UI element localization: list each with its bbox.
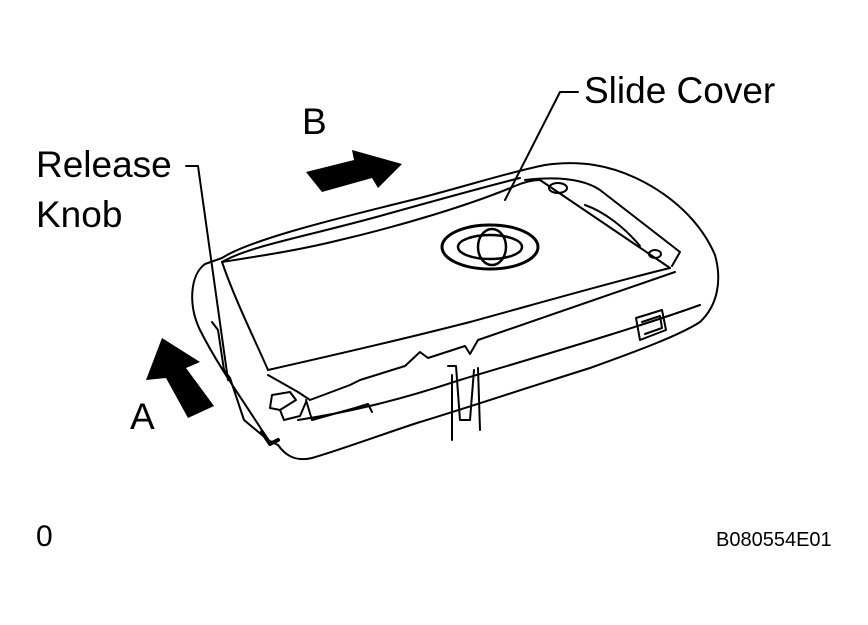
label-arrow-b: B bbox=[302, 101, 327, 142]
emblem-inner-vertical bbox=[476, 227, 508, 267]
slide-cover-surface bbox=[221, 179, 541, 263]
inner-screw-2 bbox=[648, 249, 662, 259]
emblem-outer bbox=[440, 223, 540, 271]
inner-screw bbox=[548, 182, 568, 194]
fob-side-slot bbox=[447, 365, 475, 421]
inner-compartment bbox=[524, 177, 681, 267]
label-knob: Knob bbox=[36, 194, 123, 235]
fob-side-lower bbox=[297, 304, 701, 421]
label-release: Release bbox=[36, 144, 172, 185]
fob-side-step bbox=[267, 271, 676, 401]
slide-cover-front-edge bbox=[267, 267, 671, 371]
fob-side-notch bbox=[451, 367, 481, 441]
label-arrow-a: A bbox=[130, 396, 155, 437]
release-knob-tab bbox=[269, 391, 297, 411]
emblem-inner-horizontal bbox=[456, 233, 524, 261]
fob-right-square-inner bbox=[641, 315, 663, 335]
leader-release-knob bbox=[185, 165, 229, 381]
corner-mark: 0 bbox=[36, 520, 53, 553]
leader-slide-cover bbox=[504, 91, 579, 201]
fob-top-rim bbox=[221, 177, 521, 263]
arrow-b-icon bbox=[306, 150, 402, 192]
release-knob-shadow bbox=[260, 430, 280, 446]
release-knob-body bbox=[211, 321, 269, 441]
inner-battery-arc bbox=[584, 204, 641, 247]
slide-cover-left-edge bbox=[221, 261, 269, 371]
arrow-a-icon bbox=[146, 338, 214, 418]
label-slide-cover: Slide Cover bbox=[584, 70, 776, 111]
fob-right-square bbox=[635, 309, 667, 341]
front-corner-detail bbox=[305, 399, 373, 421]
release-knob-catch bbox=[279, 401, 307, 421]
figure-code: B080554E01 bbox=[716, 529, 832, 551]
